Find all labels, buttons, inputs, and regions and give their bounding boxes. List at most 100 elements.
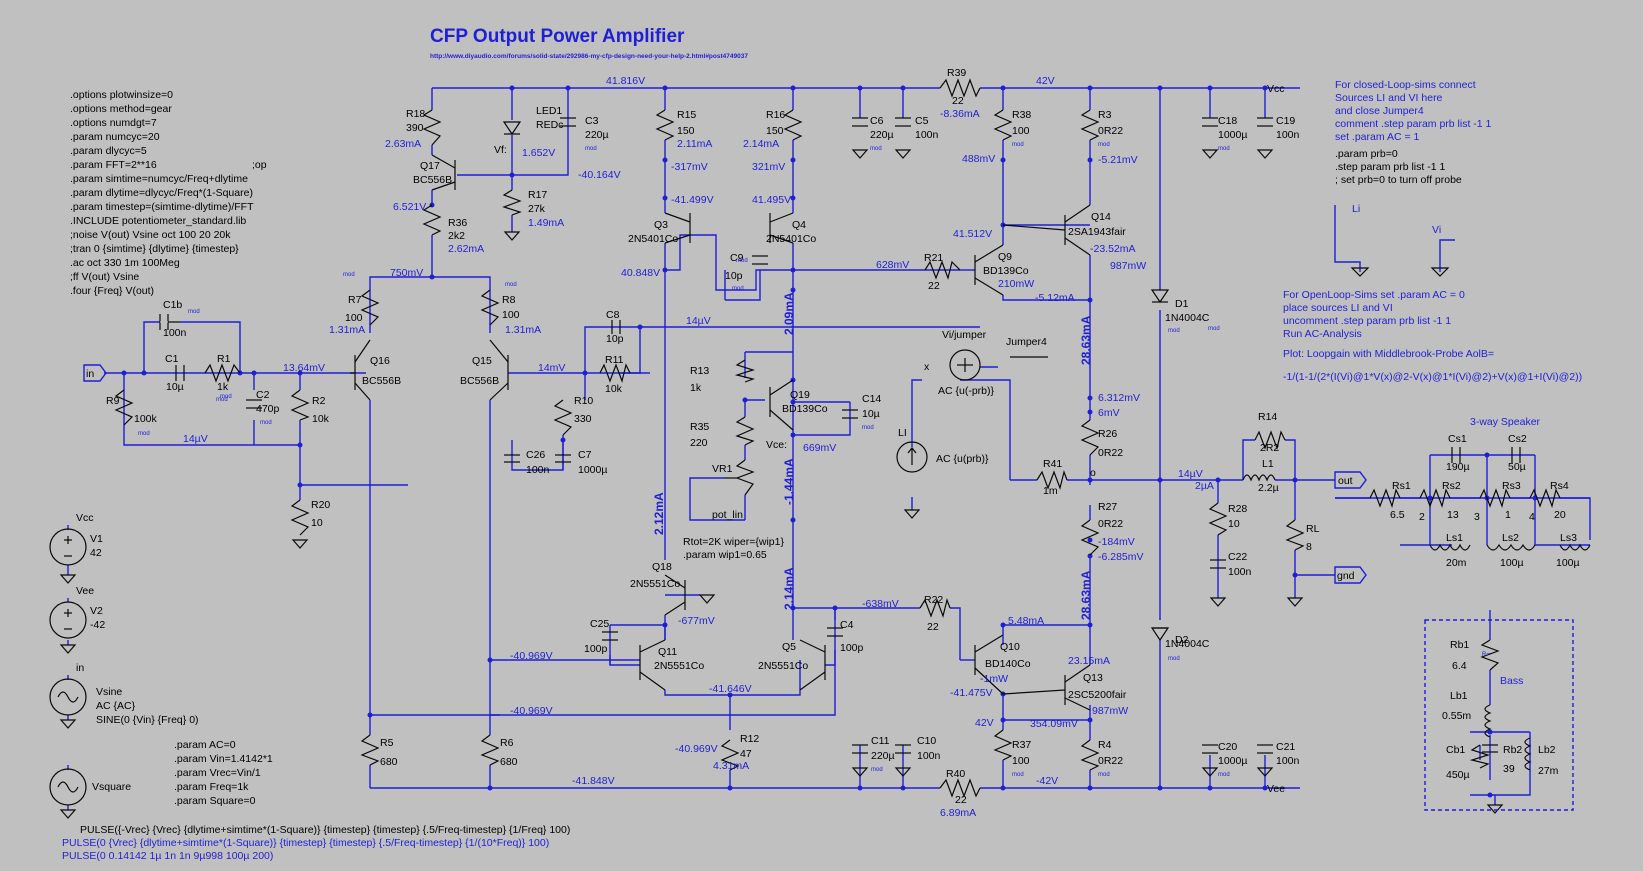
current-label-i212: 2.12mA (652, 492, 666, 535)
label-c20-value: 1000µ (1218, 755, 1247, 767)
svg-text:.param Vin=1.4142*1: .param Vin=1.4142*1 (174, 753, 273, 765)
op-label-v_m512: -5.12mA (1035, 292, 1075, 304)
label-ls2-value: 100µ (1500, 557, 1524, 569)
op-label-v_m41646: -41.646V (709, 683, 752, 695)
label-d2-name: D2 (1175, 634, 1189, 646)
svg-text:o: o (1090, 467, 1096, 479)
label-c3-mod: mod (585, 146, 597, 152)
directive-line: .param FFT=2**16 (70, 159, 157, 171)
svg-text:Li: Li (1352, 203, 1360, 215)
label-q10-name: Q10 (1000, 641, 1020, 653)
label-r36-value: 2k2 (448, 230, 465, 242)
label-c6-name: C6 (870, 115, 884, 127)
label-vsine-anno: SINE(0 {Vin} {Freq} 0) (96, 714, 199, 726)
op-label-v_m521: -5.21mV (1098, 154, 1138, 166)
svg-text:Bass: Bass (1500, 675, 1523, 687)
label-c14-value: 10µ (862, 408, 880, 420)
label-r20-value: 10 (311, 517, 323, 529)
directive-line: .param numcyc=20 (70, 131, 160, 143)
label-cb1-value: 450µ (1446, 769, 1470, 781)
directive-line: .param dlytime=dlycyc/Freq*(1-Square) (70, 187, 253, 199)
label-d1-name: D1 (1175, 298, 1189, 310)
op-label-v_m41499: -41.499V (671, 194, 714, 206)
label-q9-name: Q9 (998, 251, 1012, 263)
svg-text:.param wip1=0.65: .param wip1=0.65 (683, 549, 767, 561)
label-li-value: AC {u(prb)} (936, 453, 989, 465)
label-r27-value: 0R22 (1098, 518, 1123, 530)
label-r26-name: R26 (1098, 428, 1117, 440)
label-rs3-value: 1 (1505, 509, 1511, 521)
label-r6-name: R6 (500, 737, 514, 749)
flag-labels: in out gnd Li Vi Vcc Vee Vcc Vee in x o … (76, 83, 1441, 795)
svg-text:Vee: Vee (1267, 783, 1285, 795)
svg-text:.param prb=0: .param prb=0 (1335, 148, 1398, 160)
label-q13-value: 2SC5200fair (1068, 689, 1127, 701)
op-directive: ;op (252, 159, 267, 171)
label-c2-mod: mod (260, 420, 272, 426)
op-label-v_6: 6mV (1098, 407, 1120, 419)
label-r1-mod: mod (216, 397, 228, 403)
current-label-i2863a: 28.63mA (1079, 315, 1093, 365)
label-q16-value: BC556B (362, 375, 401, 387)
label-c1b-name: C1b (163, 299, 182, 311)
forum-url: http://www.diyaudio.com/forums/solid-sta… (430, 53, 748, 60)
label-q18-value: 2N5551Co (630, 578, 680, 590)
label-r15-name: R15 (677, 109, 696, 121)
label-c6-value: 220µ (870, 129, 894, 141)
label-r11-value: 10k (605, 383, 623, 395)
label-v2-name: V2 (90, 605, 103, 617)
op-label-v_m638: -638mV (862, 598, 899, 610)
label-rl-name: RL (1306, 523, 1320, 535)
label-q14-value: 2SA1943fair (1068, 226, 1126, 238)
label-rs4-name: Rs4 (1550, 480, 1569, 492)
op-label-v_41512: 41.512V (953, 228, 992, 240)
pulse-lines: PULSE({-Vrec} {Vrec} {dlytime+simtime*(1… (62, 824, 570, 862)
label-r18-value: 390 (406, 122, 424, 134)
svg-text:set .param AC = 1: set .param AC = 1 (1335, 131, 1419, 143)
label-r7-name: R7 (348, 294, 362, 306)
label-r16-value: 150 (766, 125, 784, 137)
label-r21-value: 22 (928, 280, 940, 292)
label-rs3-name: Rs3 (1502, 480, 1521, 492)
label-c26-name: C26 (526, 449, 545, 461)
label-c22-value: 100n (1228, 566, 1252, 578)
directive-line: .ac oct 330 1m 100Meg (70, 257, 180, 269)
op-label-v_m317: -317mV (671, 161, 708, 173)
label-q15-value: BC556B (460, 375, 499, 387)
label-led1-anno: 1.652V (522, 147, 555, 159)
svg-text:PULSE(0 {Vrec} {dlytime+simtim: PULSE(0 {Vrec} {dlytime+simtime*(1-Squar… (62, 837, 549, 849)
svg-text:Sources LI and VI here: Sources LI and VI here (1335, 92, 1443, 104)
label-r17-value: 27k (528, 203, 546, 215)
svg-text:4: 4 (1529, 511, 1535, 523)
directive-line: .INCLUDE potentiometer_standard.lib (70, 215, 246, 227)
directive-line: .options plotwinsize=0 (70, 89, 173, 101)
label-r28-name: R28 (1228, 503, 1247, 515)
label-r13-value: 1k (690, 382, 702, 394)
label-c6-mod: mod (870, 146, 882, 152)
mod-tag-extra: mod (1208, 326, 1220, 332)
component-labels: R183902.63mAQ17BC556BR362k22.62mALED1RED… (90, 67, 1580, 819)
label-q5-value: 2N5551Co (758, 660, 808, 672)
label-r7-anno: 1.31mA (329, 324, 365, 336)
label-q10-anno: -1mW (980, 673, 1008, 685)
label-c9-mod: mod (732, 286, 744, 292)
label-c20-name: C20 (1218, 741, 1237, 753)
label-r39-name: R39 (947, 67, 966, 79)
label-r13-name: R13 (690, 365, 709, 377)
svg-text:comment .step param prb list -: comment .step param prb list -1 1 (1335, 118, 1492, 130)
label-r10-value: 330 (574, 413, 592, 425)
label-c1-name: C1 (165, 353, 179, 365)
label-q14-name: Q14 (1091, 211, 1111, 223)
label-r37-name: R37 (1012, 739, 1031, 751)
label-r38-mod: mod (1012, 142, 1024, 148)
svg-text:-41.848V: -41.848V (572, 775, 615, 787)
label-c1b-value: 100n (163, 327, 187, 339)
label-r11-name: R11 (605, 354, 624, 366)
label-vsine-name: Vsine (96, 686, 122, 698)
label-q9-anno: 210mW (998, 278, 1034, 290)
label-r16-anno: 2.14mA (743, 138, 779, 150)
label-c1-value: 10µ (166, 381, 184, 393)
label-q14-anno: -23.52mA (1090, 243, 1136, 255)
label-r22-value: 22 (927, 621, 939, 633)
